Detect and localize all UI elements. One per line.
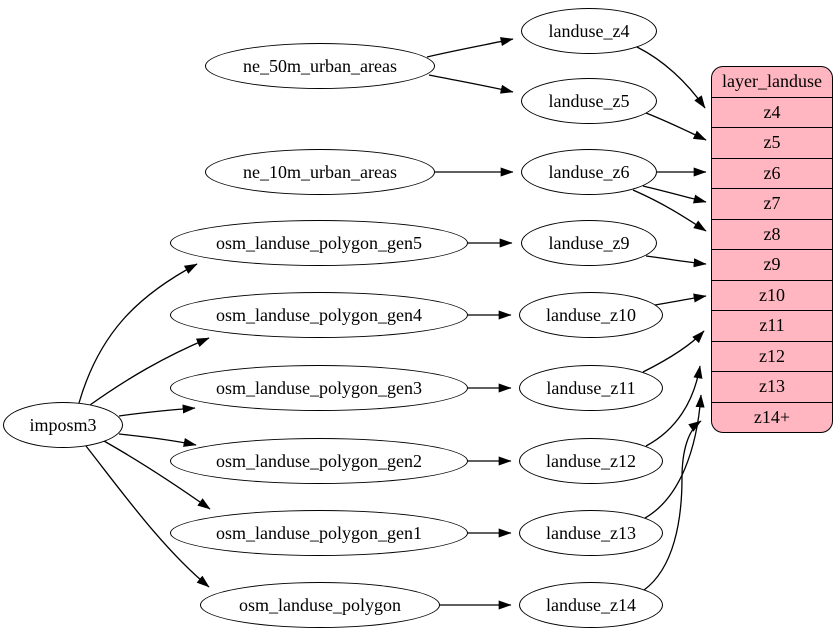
- edge-landuse_z6-to-row-z8: [632, 189, 707, 232]
- node-landuse-z10-label: landuse_z10: [546, 304, 636, 325]
- table-row-z5: z5: [712, 127, 832, 158]
- node-osm-landuse-polygon-label: osm_landuse_polygon: [239, 594, 401, 615]
- node-osm-landuse-polygon-gen1-label: osm_landuse_polygon_gen1: [216, 522, 422, 543]
- table-row-z8: z8: [712, 218, 832, 250]
- edge-ne50m-to-landuse_z5: [428, 74, 514, 94]
- table-row-z10: z10: [712, 279, 832, 311]
- node-landuse-z13: landuse_z13: [519, 510, 663, 556]
- edge-landuse_z6-to-row-z7: [642, 185, 707, 204]
- node-landuse-z9-label: landuse_z9: [548, 232, 630, 253]
- node-landuse-z4: landuse_z4: [521, 8, 657, 54]
- node-osm-landuse-polygon-gen3-label: osm_landuse_polygon_gen3: [216, 377, 422, 398]
- node-landuse-z12: landuse_z12: [519, 438, 663, 484]
- edge-landuse_z5-to-row-z5: [645, 112, 707, 141]
- table-layer-landuse: layer_landuse z4 z5 z6 z7 z8 z9 z10 z11 …: [711, 66, 833, 433]
- table-row-z9: z9: [712, 249, 832, 280]
- node-osm-landuse-polygon: osm_landuse_polygon: [200, 582, 440, 628]
- node-landuse-z11: landuse_z11: [519, 365, 663, 411]
- node-landuse-z13-label: landuse_z13: [546, 522, 636, 543]
- table-row-z6: z6: [712, 157, 832, 189]
- edge-ne50m-to-landuse_z4: [426, 37, 514, 58]
- table-row-z7: z7: [712, 188, 832, 219]
- node-imposm3-label: imposm3: [29, 414, 97, 435]
- edge-imposm3-to-polygon: [85, 445, 210, 588]
- node-landuse-z11-label: landuse_z11: [546, 377, 636, 398]
- node-ne-10m-urban-areas-label: ne_10m_urban_areas: [243, 161, 397, 182]
- node-landuse-z14-label: landuse_z14: [546, 594, 636, 615]
- edge-landuse_z10-to-row-z10: [654, 293, 707, 306]
- node-landuse-z12-label: landuse_z12: [546, 450, 636, 471]
- node-osm-landuse-polygon-gen2-label: osm_landuse_polygon_gen2: [216, 450, 422, 471]
- edge-landuse_z11-to-row-z11: [642, 330, 705, 373]
- node-osm-landuse-polygon-gen2: osm_landuse_polygon_gen2: [170, 438, 468, 484]
- node-landuse-z6-label: landuse_z6: [548, 161, 630, 182]
- node-landuse-z9: landuse_z9: [521, 220, 657, 266]
- edge-landuse_z14-to-row-z14plus: [643, 420, 702, 591]
- node-landuse-z14: landuse_z14: [519, 582, 663, 628]
- table-row-z11: z11: [712, 310, 832, 341]
- node-osm-landuse-polygon-gen5: osm_landuse_polygon_gen5: [170, 220, 468, 266]
- table-row-z14plus: z14+: [712, 401, 832, 433]
- edge-imposm3-to-gen3: [118, 404, 196, 417]
- node-ne-10m-urban-areas: ne_10m_urban_areas: [205, 149, 435, 195]
- edge-landuse_z12-to-row-z12: [645, 365, 703, 447]
- table-header-layer-landuse: layer_landuse: [722, 71, 822, 92]
- edge-imposm3-to-gen1: [103, 440, 211, 510]
- node-osm-landuse-polygon-gen4: osm_landuse_polygon_gen4: [170, 292, 468, 338]
- node-landuse-z10: landuse_z10: [519, 292, 663, 338]
- table-row-z13: z13: [712, 371, 832, 402]
- node-imposm3: imposm3: [3, 402, 123, 448]
- table-row-z12: z12: [712, 340, 832, 372]
- node-landuse-z5-label: landuse_z5: [548, 90, 630, 111]
- node-landuse-z4-label: landuse_z4: [548, 20, 630, 41]
- edge-imposm3-to-gen2: [118, 433, 197, 447]
- edge-landuse_z13-to-row-z13: [644, 394, 705, 519]
- edge-imposm3-to-gen4: [89, 337, 210, 406]
- node-osm-landuse-polygon-gen4-label: osm_landuse_polygon_gen4: [216, 304, 422, 325]
- edge-landuse_z4-to-row-z4: [636, 46, 706, 109]
- table-row-z4: z4: [712, 96, 832, 128]
- node-osm-landuse-polygon-gen5-label: osm_landuse_polygon_gen5: [216, 232, 422, 253]
- node-landuse-z6: landuse_z6: [521, 149, 657, 195]
- node-landuse-z5: landuse_z5: [521, 78, 657, 124]
- node-ne-50m-urban-areas-label: ne_50m_urban_areas: [243, 55, 397, 76]
- node-osm-landuse-polygon-gen1: osm_landuse_polygon_gen1: [170, 510, 468, 556]
- node-ne-50m-urban-areas: ne_50m_urban_areas: [205, 43, 435, 89]
- node-osm-landuse-polygon-gen3: osm_landuse_polygon_gen3: [170, 365, 468, 411]
- edge-imposm3-to-gen5: [78, 263, 198, 404]
- edge-landuse_z9-to-row-z9: [645, 255, 707, 268]
